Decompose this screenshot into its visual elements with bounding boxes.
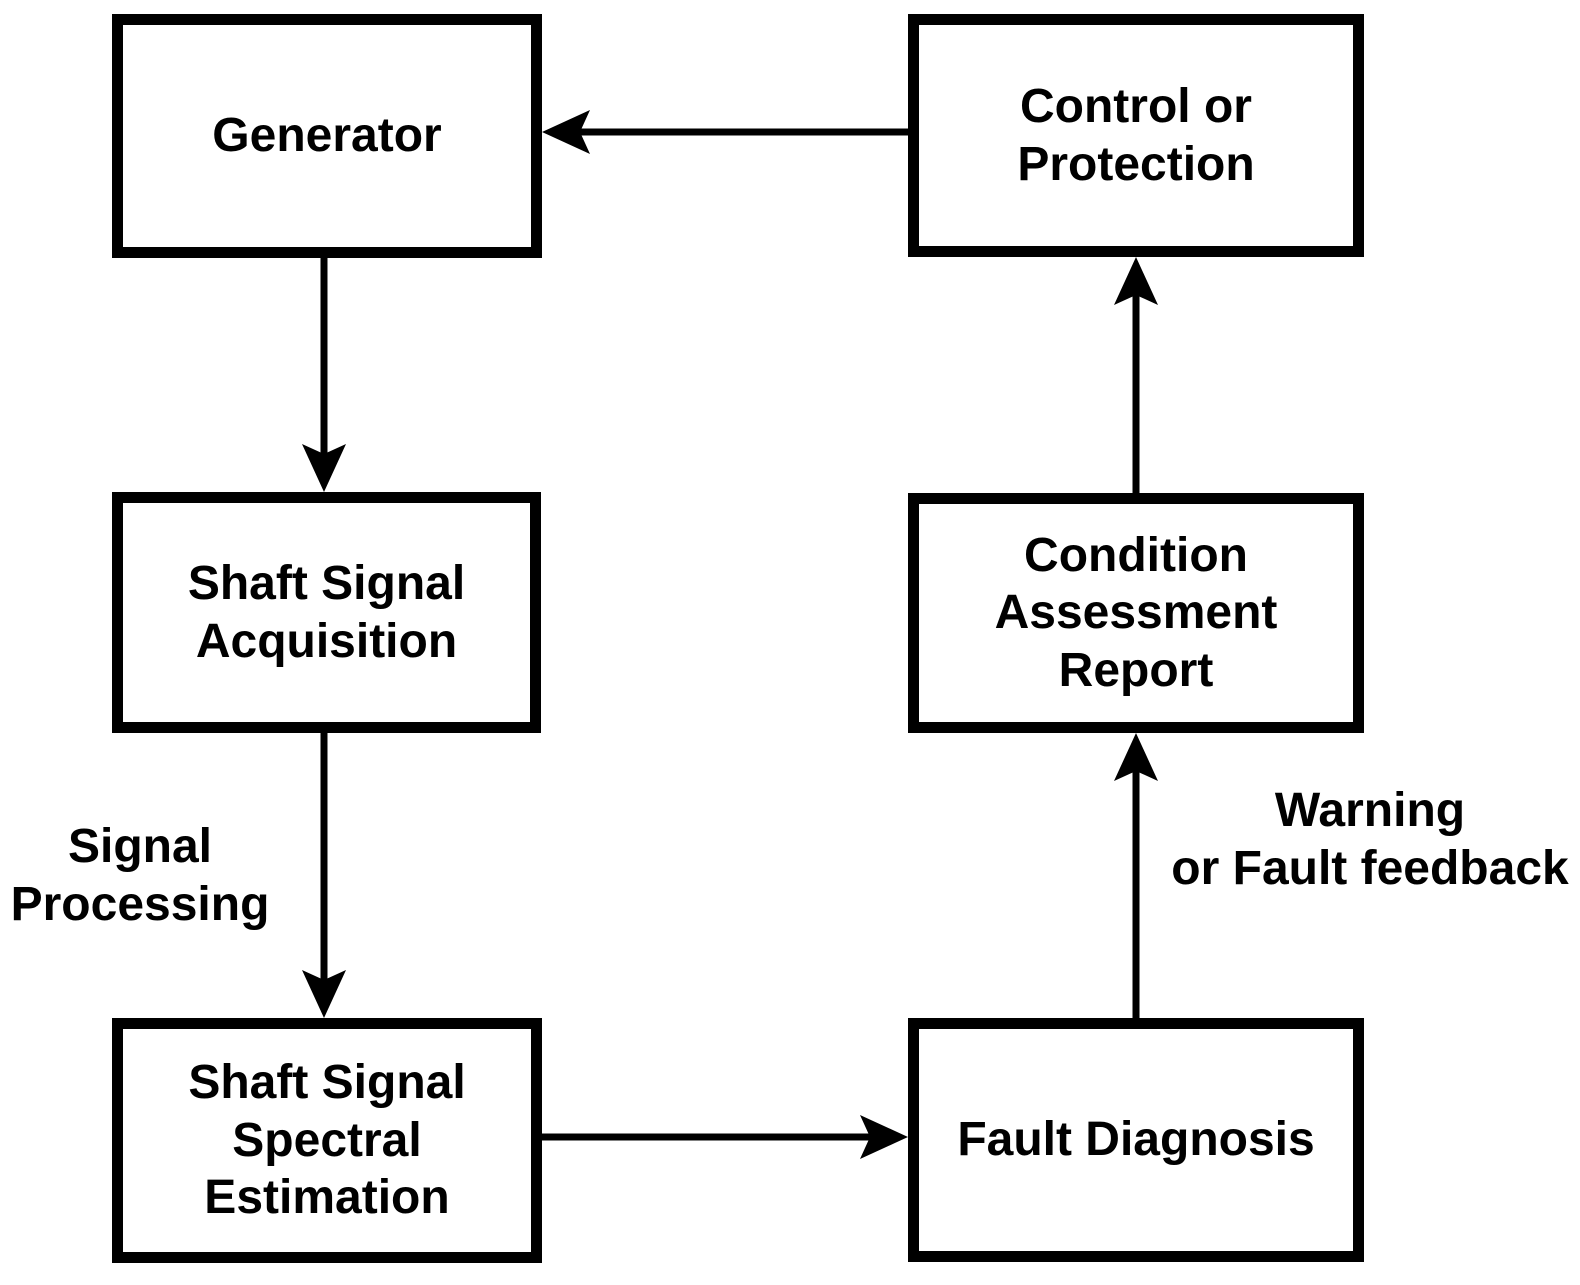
arrow-head-up-icon: [1114, 733, 1158, 781]
arrow-head-down-icon: [302, 970, 346, 1018]
arrow-head-left-icon: [542, 110, 590, 154]
node-condition-assessment-report-label: Condition Assessment Report: [994, 528, 1278, 697]
node-condition-assessment-report: Condition Assessment Report: [908, 493, 1364, 733]
node-shaft-signal-spectral-estimation: Shaft Signal Spectral Estimation: [112, 1018, 542, 1263]
node-control-or-protection: Control or Protection: [908, 14, 1364, 257]
node-generator-label: Generator: [212, 109, 442, 163]
node-generator: Generator: [112, 14, 542, 258]
node-fault-diagnosis-label: Fault Diagnosis: [957, 1113, 1315, 1167]
arrow-head-right-icon: [860, 1115, 908, 1159]
arrow-generator-to-acquisition: [302, 258, 346, 492]
node-shaft-signal-spectral-estimation-label: Shaft Signal Spectral Estimation: [188, 1056, 466, 1225]
arrow-fault-to-condition: [1114, 733, 1158, 1018]
node-fault-diagnosis: Fault Diagnosis: [908, 1018, 1364, 1262]
arrow-head-down-icon: [302, 444, 346, 492]
node-shaft-signal-acquisition: Shaft Signal Acquisition: [112, 492, 541, 733]
node-control-or-protection-label: Control or Protection: [1017, 79, 1255, 191]
arrow-head-up-icon: [1114, 257, 1158, 305]
node-shaft-signal-acquisition-label: Shaft Signal Acquisition: [187, 556, 466, 668]
arrow-control-to-generator: [542, 110, 908, 154]
arrow-spectral-to-fault: [542, 1115, 908, 1159]
arrow-condition-to-control: [1114, 257, 1158, 493]
edge-label-warning-or-fault-feedback: Warning or Fault feedback: [1171, 784, 1569, 895]
edge-label-signal-processing: Signal Processing: [10, 820, 270, 931]
arrow-acquisition-to-spectral: [302, 733, 346, 1018]
